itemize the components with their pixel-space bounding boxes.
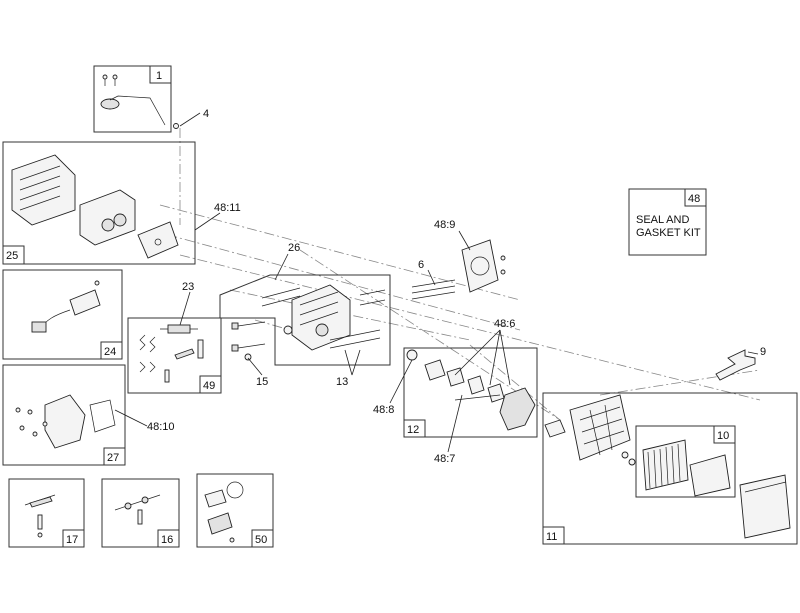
carburetor-gaskets-part — [424, 359, 505, 403]
group-1: 1 — [93, 65, 179, 133]
callout-9: 9 — [760, 346, 766, 358]
group-25: 25 — [2, 141, 196, 265]
callouts: 4 48:11 26 23 15 13 48:10 48:9 6 48:6 48… — [147, 108, 766, 465]
rocker-arm-part — [24, 494, 56, 538]
group-25-label: 25 — [6, 250, 18, 262]
group-24: 24 — [2, 269, 123, 360]
valve-spring-part — [139, 334, 204, 383]
callout-48-6: 48:6 — [494, 318, 515, 330]
callout-4: 4 — [203, 108, 209, 120]
air-filter-element-part — [642, 439, 689, 491]
callout-26: 26 — [288, 242, 300, 254]
group-24-label: 24 — [104, 346, 116, 358]
valve-cover-part — [15, 394, 116, 449]
kit-title-line1: SEAL AND — [636, 214, 689, 226]
group-50-label: 50 — [255, 534, 267, 546]
group-48: 48 SEAL AND GASKET KIT — [628, 188, 707, 256]
group-16: 16 — [101, 478, 180, 548]
group-10: 10 — [635, 425, 736, 498]
callout-23: 23 — [182, 281, 194, 293]
group-1-label: 1 — [156, 70, 162, 82]
ignition-coil-part — [31, 280, 101, 333]
head-gasket-part — [461, 239, 506, 293]
group-17-label: 17 — [66, 534, 78, 546]
group-11-label: 11 — [546, 531, 557, 543]
spark-plug-part — [160, 324, 198, 334]
callout-48-11: 48:11 — [214, 202, 241, 214]
air-cleaner-cover-part — [739, 474, 791, 539]
muffler-body-part — [79, 189, 136, 246]
bracket-part — [100, 74, 179, 129]
group-49: 49 — [127, 317, 222, 394]
cylinder-head-part — [261, 284, 351, 351]
group-50: 50 — [196, 473, 274, 548]
callout-48-8: 48:8 — [373, 404, 394, 416]
callout-leaders — [114, 112, 759, 453]
pre-filter-part — [689, 454, 731, 497]
group-17: 17 — [8, 478, 85, 548]
push-rod-part — [114, 494, 161, 525]
callout-48-9: 48:9 — [434, 219, 455, 231]
gasket-set-part — [204, 481, 244, 543]
intake-spacer-part — [406, 349, 418, 361]
group-12-label: 12 — [407, 424, 419, 436]
group-48-label: 48 — [688, 193, 700, 205]
group-26 — [160, 274, 391, 366]
kit-title-line2: GASKET KIT — [636, 227, 701, 239]
group-16-label: 16 — [161, 534, 173, 546]
push-rods-6-part — [411, 279, 456, 300]
muffler-gasket-part — [137, 221, 179, 259]
head-bolts-part — [329, 289, 386, 349]
callout-48-10: 48:10 — [147, 421, 175, 433]
callout-13: 13 — [336, 376, 348, 388]
group-27: 27 — [2, 364, 126, 466]
breather-hose-part — [715, 349, 756, 381]
bolts-15-part — [231, 321, 266, 361]
air-cleaner-base-part — [544, 394, 636, 466]
group-27-label: 27 — [107, 452, 119, 464]
group-11: 11 10 — [542, 392, 798, 545]
group-10-label: 10 — [717, 430, 729, 442]
callout-6: 6 — [418, 259, 424, 271]
muffler-shield-part — [11, 154, 76, 226]
carburetor-part — [454, 387, 536, 431]
group-12: 12 — [403, 347, 538, 438]
callout-15: 15 — [256, 376, 268, 388]
callout-48-7: 48:7 — [434, 453, 455, 465]
group-49-label: 49 — [203, 380, 215, 392]
